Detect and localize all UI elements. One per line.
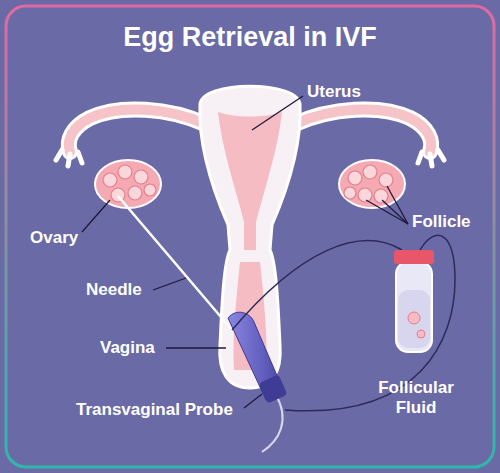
- uterine-cavity: [218, 112, 282, 250]
- part-label: Transvaginal Probe: [76, 400, 233, 420]
- diagram-title: Egg Retrieval in IVF: [0, 22, 500, 53]
- needle: [118, 196, 232, 330]
- part-label: Needle: [86, 280, 142, 300]
- frame: [6, 6, 494, 467]
- part-label: Ovary: [30, 228, 78, 248]
- part-label: Follicle: [412, 212, 471, 232]
- ovary-left: [95, 160, 161, 208]
- transvaginal-probe: [228, 312, 288, 452]
- part-label: Follicular Fluid: [372, 378, 460, 419]
- part-label: Uterus: [307, 82, 361, 102]
- part-label: Vagina: [100, 338, 155, 358]
- leader-lines: [82, 96, 408, 408]
- test-tube: [394, 250, 434, 352]
